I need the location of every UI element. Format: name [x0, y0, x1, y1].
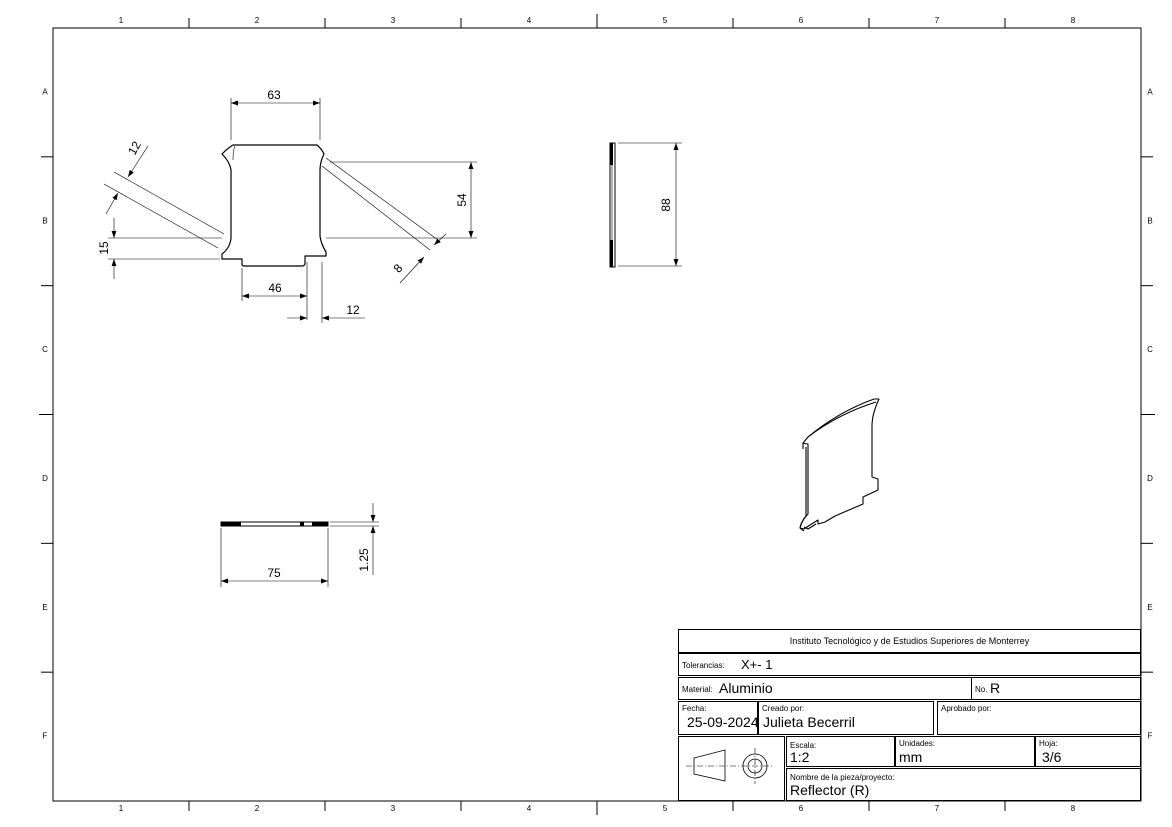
- zone-label-row: F: [1148, 732, 1153, 741]
- bottom-view-detail: [312, 522, 328, 526]
- ext-line: [113, 171, 225, 235]
- isometric-view-thickness-edge: [799, 401, 877, 532]
- dim-line-chamfer-right: [399, 256, 425, 284]
- bottom-view-detail: [300, 522, 304, 526]
- dim-text-top-width: 63: [267, 88, 281, 102]
- side-view-tab: [610, 240, 613, 267]
- dim-text-bottom-view-width: 75: [267, 566, 281, 580]
- zone-label-column: 4: [527, 804, 532, 813]
- dim-text-bottom-width: 46: [268, 281, 282, 295]
- isometric-view: [799, 398, 880, 532]
- dim-text-chamfer-right: 8: [391, 261, 406, 276]
- zone-ticks: [39, 14, 1155, 815]
- zone-label-column: 2: [255, 804, 260, 813]
- zone-label-column: 3: [391, 16, 396, 25]
- zone-label-column: 7: [935, 16, 940, 25]
- dim-line-chamfer-right: [433, 233, 447, 246]
- zone-label-column: 3: [391, 804, 396, 813]
- dim-text-left-height: 15: [97, 241, 111, 255]
- zone-label-column: 5: [663, 804, 668, 813]
- zone-label-column: 6: [799, 804, 804, 813]
- dim-text-side-height: 88: [659, 198, 673, 212]
- zone-label-row: B: [42, 216, 47, 225]
- zone-label-column: 6: [799, 16, 804, 25]
- side-view-tab: [610, 143, 613, 165]
- front-view: 63 54 46 12 15 12 8: [97, 88, 477, 323]
- sheet-border: [52, 27, 1142, 802]
- ext-line: [325, 157, 439, 241]
- isometric-view-inner-edge: [799, 447, 807, 529]
- dim-text-right-height: 54: [455, 193, 469, 207]
- isometric-view-outline: [799, 398, 880, 530]
- zone-label-row: A: [42, 88, 48, 97]
- projection-symbol-icon: [686, 748, 774, 784]
- bottom-view-detail: [221, 522, 241, 526]
- front-view-inner-edge: [232, 145, 236, 161]
- zone-label-column: 2: [255, 16, 260, 25]
- zone-label-row: C: [42, 345, 48, 354]
- zone-label-column: 4: [527, 16, 532, 25]
- zone-label-column: 1: [119, 16, 124, 25]
- zone-label-row: D: [42, 474, 48, 483]
- dim-text-thickness: 1.25: [357, 548, 371, 572]
- zone-label-row: C: [1147, 345, 1153, 354]
- ext-line: [103, 183, 219, 249]
- side-view: 88: [609, 142, 682, 268]
- dim-line-chamfer-left: [127, 145, 149, 178]
- zone-label-column: 8: [1071, 804, 1076, 813]
- dim-text-tab: 12: [346, 303, 360, 317]
- zone-label-row: D: [1147, 474, 1153, 483]
- bottom-view: 75 1.25: [220, 503, 379, 587]
- zone-label-row: A: [1147, 88, 1153, 97]
- zone-label-row: F: [43, 732, 48, 741]
- zone-label-row: E: [42, 603, 47, 612]
- zone-label-row: B: [1147, 216, 1152, 225]
- ext-line: [321, 165, 431, 251]
- zone-label-column: 1: [119, 804, 124, 813]
- zone-label-column: 8: [1071, 16, 1076, 25]
- zone-label-row: E: [1147, 603, 1152, 612]
- zone-label-column: 5: [663, 16, 668, 25]
- front-view-outline: [221, 144, 327, 267]
- dim-text-chamfer-left: 12: [125, 139, 144, 158]
- zone-label-column: 7: [935, 804, 940, 813]
- dim-line-chamfer-left: [105, 192, 119, 215]
